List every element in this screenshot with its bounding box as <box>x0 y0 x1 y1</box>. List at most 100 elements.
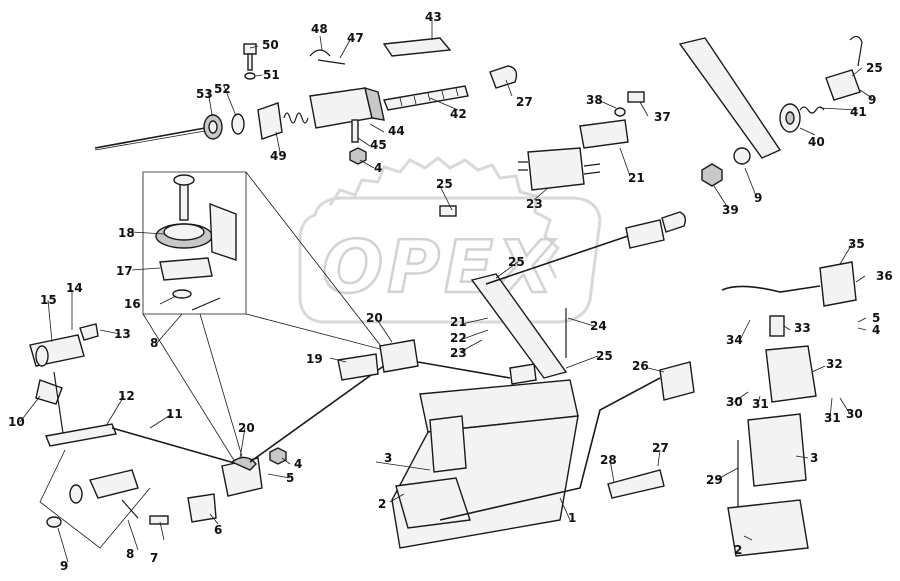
callout-labels: 50 51 53 52 48 47 43 42 27 44 45 4 49 38… <box>8 10 893 573</box>
screw-45 <box>351 119 359 143</box>
block-assembly-23 <box>518 91 645 191</box>
rod-to-clamp <box>249 359 393 463</box>
callout-4-top: 4 <box>374 161 382 175</box>
callout-24: 24 <box>590 319 607 333</box>
callout-2-right: 2 <box>734 543 742 557</box>
callout-8-top: 8 <box>150 336 158 350</box>
nut-39 <box>701 163 723 187</box>
cable-upper <box>485 235 629 285</box>
callout-21-top: 21 <box>628 171 645 185</box>
callout-29: 29 <box>706 473 723 487</box>
callout-26: 26 <box>632 359 649 373</box>
bracket-assembly-top-right <box>678 35 863 187</box>
callout-36: 36 <box>876 269 893 283</box>
bracket-26 <box>659 361 695 401</box>
callout-9-top: 9 <box>868 93 876 107</box>
engine-block <box>391 361 695 549</box>
washer-38 <box>614 107 626 117</box>
callout-41: 41 <box>850 105 867 119</box>
callout-3-center: 3 <box>384 451 392 465</box>
callout-25-arm: 25 <box>508 255 525 269</box>
pin-47-48 <box>309 49 346 65</box>
callout-9-right: 9 <box>754 191 762 205</box>
callout-6: 6 <box>214 523 222 537</box>
callout-19: 19 <box>306 352 323 366</box>
callout-52: 52 <box>214 82 231 96</box>
washer-9-a <box>46 516 62 528</box>
callout-51: 51 <box>263 68 280 82</box>
callout-4-center: 4 <box>294 457 302 471</box>
callout-37: 37 <box>654 110 671 124</box>
bracket-49 <box>257 102 283 140</box>
callout-20-bottom: 20 <box>238 421 255 435</box>
pin-8-bottom <box>121 499 139 519</box>
callout-4-right: 4 <box>872 323 880 337</box>
pin-8-top <box>191 297 221 311</box>
callout-28: 28 <box>600 453 617 467</box>
arm-21 <box>470 273 568 379</box>
fork-detail <box>89 469 139 499</box>
callout-48: 48 <box>311 22 328 36</box>
nut-53-hole <box>208 120 218 134</box>
nut-4-center <box>269 447 287 465</box>
spring <box>283 112 309 124</box>
solenoid-assembly-right <box>721 261 857 557</box>
bolt-50-shank <box>247 53 253 71</box>
solenoid-35 <box>819 261 857 307</box>
leader-lines <box>19 20 873 563</box>
plug-33 <box>769 315 785 337</box>
opex-watermark: OPEX <box>298 156 602 324</box>
callout-35: 35 <box>848 237 865 251</box>
hook-25 <box>849 35 863 67</box>
callout-31-left: 31 <box>752 397 769 411</box>
callout-42: 42 <box>450 107 467 121</box>
clip-43 <box>382 37 452 57</box>
housing-44 <box>309 87 373 129</box>
callout-23-top: 23 <box>526 197 543 211</box>
cable-assembly-top <box>94 37 518 165</box>
bracket-6 <box>187 493 217 523</box>
actuator-3-right <box>747 413 807 487</box>
callout-14: 14 <box>66 281 83 295</box>
callout-3-right: 3 <box>810 451 818 465</box>
detail-leaders <box>39 449 151 549</box>
callout-27-bottom: 27 <box>652 441 669 455</box>
housing-44-side <box>364 86 385 121</box>
callout-22: 22 <box>450 331 467 345</box>
washer-9-top <box>733 147 751 165</box>
cable-34 <box>721 285 821 293</box>
callout-45: 45 <box>370 138 387 152</box>
tip-13 <box>79 323 99 341</box>
bracket-2-center <box>395 477 471 529</box>
callout-30-left: 30 <box>726 395 743 409</box>
callout-5-right: 5 <box>872 311 880 325</box>
bracket-strip <box>678 37 782 159</box>
callout-2-center: 2 <box>378 497 386 511</box>
washer-52 <box>231 113 245 135</box>
callout-25-right: 25 <box>866 61 883 75</box>
callout-16: 16 <box>124 297 141 311</box>
callout-49: 49 <box>270 149 287 163</box>
callout-10: 10 <box>8 415 25 429</box>
bracket-19 <box>337 353 379 381</box>
callout-34: 34 <box>726 333 743 347</box>
callout-33: 33 <box>794 321 811 335</box>
callout-43: 43 <box>425 10 442 24</box>
lever-12 <box>45 423 117 447</box>
housing-9-top <box>825 69 861 101</box>
center-linkage <box>142 171 687 525</box>
callout-27-top: 27 <box>516 95 533 109</box>
callout-9-bottom: 9 <box>60 559 68 573</box>
knob-27-top <box>489 65 518 89</box>
callout-50: 50 <box>262 38 279 52</box>
callout-30-right: 30 <box>846 407 863 421</box>
bolt-37 <box>627 91 645 103</box>
callout-13: 13 <box>114 327 131 341</box>
rod-42 <box>383 85 469 111</box>
bolt-25 <box>439 205 457 217</box>
callout-38: 38 <box>586 93 603 107</box>
nut-4-top <box>349 147 367 165</box>
actuator-3-center <box>429 415 467 473</box>
callout-15: 15 <box>40 293 57 307</box>
